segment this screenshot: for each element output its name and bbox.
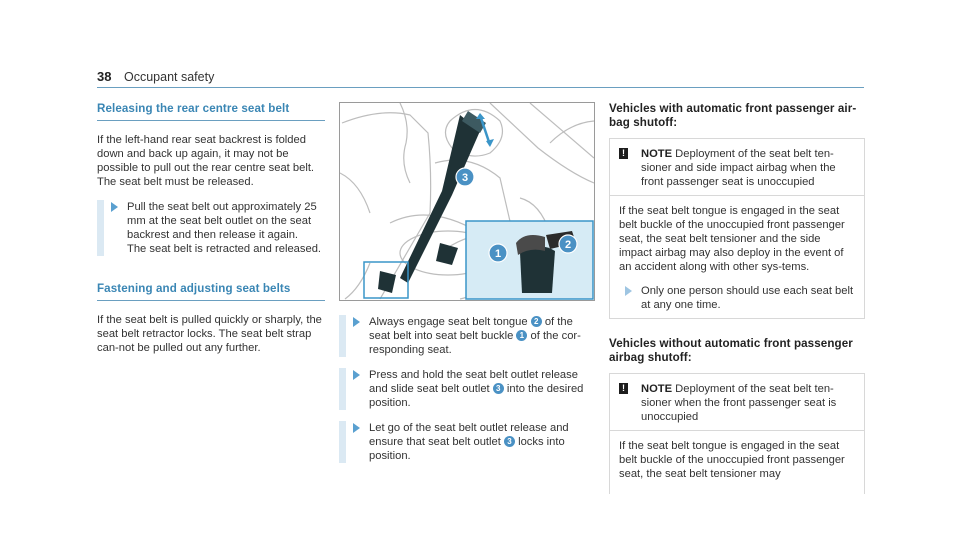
- heading-releasing: Releasing the rear centre seat belt: [97, 102, 290, 115]
- instruction-step: Pull the seat belt out approximately 25 …: [97, 200, 325, 256]
- step-arrow-icon: [353, 370, 360, 380]
- instruction-step: Always engage seat belt tongue 2 of the …: [339, 315, 593, 357]
- note-instruction-text: Only one person should use each seat bel…: [641, 285, 854, 311]
- callout-3: 3: [462, 172, 468, 184]
- step-text: Always engage seat belt tongue 2 of the …: [369, 316, 581, 356]
- fastening-paragraph: If the seat belt is pulled quickly or sh…: [97, 314, 322, 354]
- note-body: If the seat belt tongue is engaged in th…: [610, 195, 864, 318]
- step-bar: [97, 200, 104, 256]
- right-column: Vehicles with automatic front passenger …: [609, 102, 865, 494]
- step-bar: [339, 421, 346, 463]
- note-body-text: If the seat belt tongue is engaged in th…: [619, 440, 845, 480]
- step-bar: [339, 368, 346, 410]
- intro-paragraph: If the left-hand rear seat backrest is f…: [97, 134, 315, 188]
- callout-1: 1: [495, 248, 501, 260]
- note-title: NOTE Deployment of the seat belt ten-sio…: [641, 383, 837, 423]
- bullet-arrow-icon: [625, 286, 632, 296]
- step-arrow-icon: [353, 423, 360, 433]
- note-header: ! NOTE Deployment of the seat belt ten-s…: [610, 139, 864, 195]
- note-header: ! NOTE Deployment of the seat belt ten-s…: [610, 374, 864, 430]
- note-body-text: If the seat belt tongue is engaged in th…: [619, 205, 845, 273]
- heading-auto-shutoff: Vehicles with automatic front passenger …: [609, 102, 857, 129]
- seat-belt-drawing: 3 1 2: [340, 103, 594, 300]
- heading-no-shutoff: Vehicles without automatic front passeng…: [609, 337, 853, 364]
- heading-fastening: Fastening and adjusting seat belts: [97, 282, 291, 295]
- step-text: Pull the seat belt out approximately 25 …: [127, 201, 317, 241]
- left-column: Releasing the rear centre seat belt If t…: [97, 102, 325, 355]
- seat-belt-illustration: 3 1 2: [339, 102, 595, 301]
- step-text: Press and hold the seat belt outlet rele…: [369, 369, 584, 409]
- note-body: If the seat belt tongue is engaged in th…: [610, 430, 864, 487]
- note-title: NOTE Deployment of the seat belt ten-sio…: [641, 148, 836, 188]
- middle-column: 3 1 2 Always engage seat belt tongue 2 o…: [339, 102, 595, 463]
- page-number: 38: [97, 69, 112, 84]
- callout-badge: 3: [503, 436, 515, 447]
- step-arrow-icon: [111, 202, 118, 212]
- callout-badge: 3: [492, 383, 504, 394]
- warning-icon: !: [619, 383, 628, 394]
- instruction-step: Press and hold the seat belt outlet rele…: [339, 368, 593, 410]
- step-arrow-icon: [353, 317, 360, 327]
- instruction-step: Let go of the seat belt outlet release a…: [339, 421, 593, 463]
- step-bar: [339, 315, 346, 357]
- section-title: Occupant safety: [124, 70, 215, 84]
- callout-badge: 1: [516, 330, 528, 341]
- heading-rule: [97, 300, 325, 301]
- step-result: The seat belt is retracted and released.: [127, 243, 322, 255]
- callout-2: 2: [565, 239, 571, 251]
- heading-rule: [97, 120, 325, 121]
- warning-icon: !: [619, 148, 628, 159]
- header-rule: [97, 87, 864, 88]
- note-box: ! NOTE Deployment of the seat belt ten-s…: [609, 138, 865, 319]
- note-box: ! NOTE Deployment of the seat belt ten-s…: [609, 373, 865, 494]
- callout-badge: 2: [530, 316, 542, 327]
- note-instruction: Only one person should use each seat bel…: [625, 284, 856, 312]
- step-text: Let go of the seat belt outlet release a…: [369, 422, 569, 462]
